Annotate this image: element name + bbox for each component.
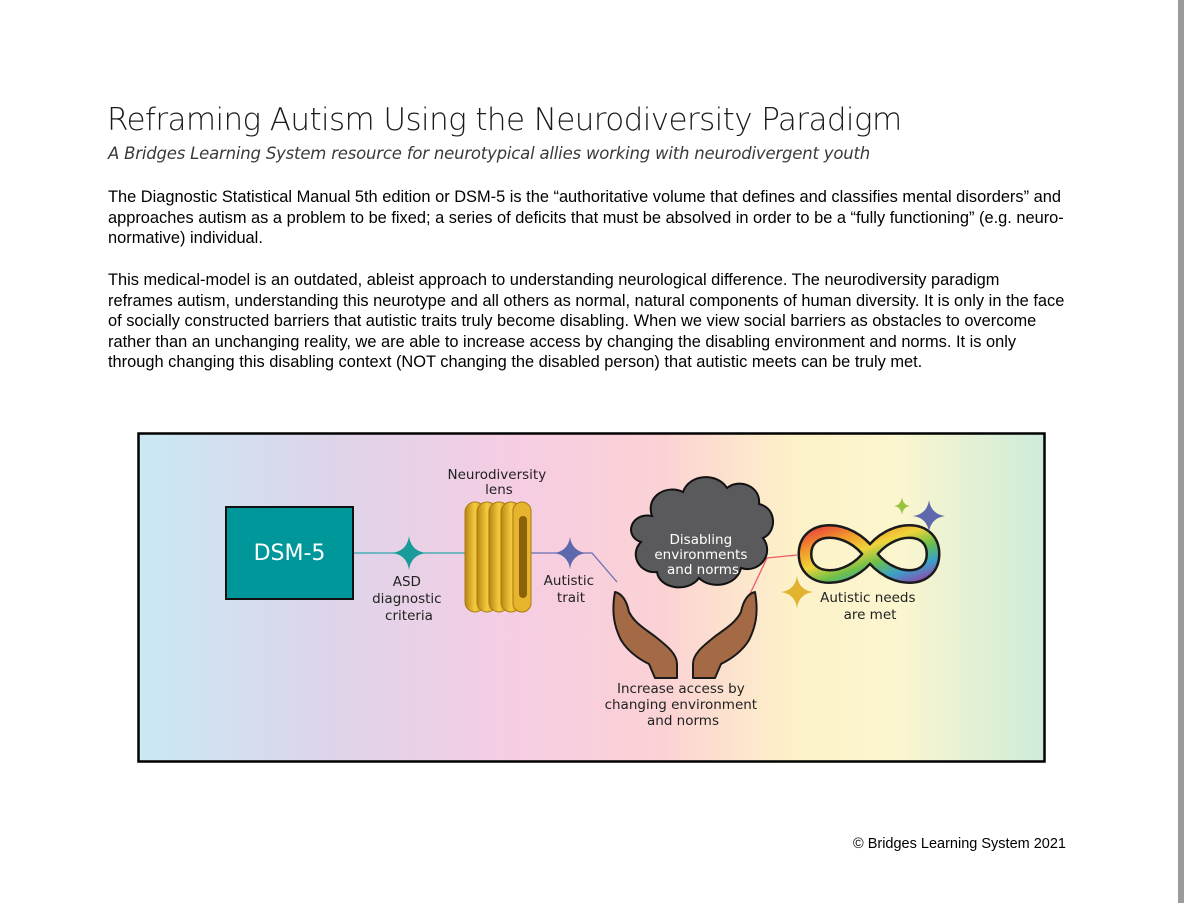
disabling-cloud-label: Disabling environments and norms [654,532,751,578]
blue-sparkle-icon [554,537,586,569]
connector-hands-infinity [748,554,798,597]
dsm-box-label: DSM-5 [254,541,326,566]
neurodiversity-lens-icon [464,501,532,613]
page-title: Reframing Autism Using the Neurodiversit… [107,102,902,138]
teal-sparkle-icon [392,536,426,570]
neurodiversity-lens-label: Neurodiversity lens [447,467,550,498]
disabling-cloud-icon [630,476,774,589]
autistic-trait-label: Autistic trait [544,573,599,606]
autistic-needs-label: Autistic needs are met [820,590,920,623]
page-edge-scrollbar [1178,0,1184,903]
neurodiversity-diagram: DSM-5 ASD diagnostic criteria Neurodiver… [137,432,1046,763]
blue-large-sparkle-icon [913,500,945,532]
asd-criteria-label: ASD diagnostic criteria [372,574,446,624]
green-sparkle-icon [894,497,910,515]
connector-lens-hands [522,552,618,583]
increase-access-label: Increase access by changing environment … [605,681,762,729]
supporting-hands-icon [612,591,758,679]
page-subtitle: A Bridges Learning System resource for n… [108,144,871,163]
paragraph-dsm: The Diagnostic Statistical Manual 5th ed… [108,188,1064,247]
dsm-box [225,506,354,600]
copyright-footer: © Bridges Learning System 2021 [853,836,1066,852]
rainbow-infinity-icon [797,524,941,584]
paragraph-neurodiversity: This medical-model is an outdated, ablei… [108,271,1065,371]
gold-sparkle-icon [781,576,813,608]
